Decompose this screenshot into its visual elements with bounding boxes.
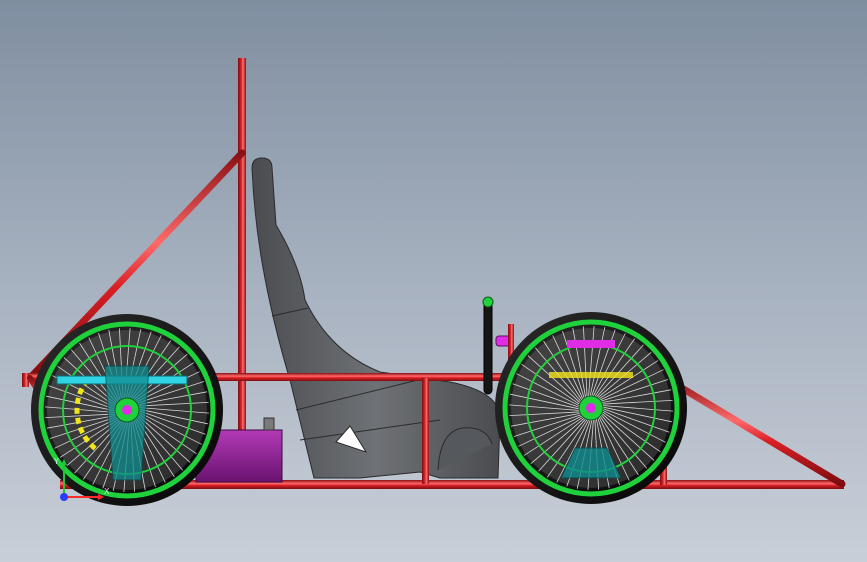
- spoke: [136, 407, 209, 414]
- spoke: [556, 417, 591, 483]
- front-rim: [502, 319, 680, 497]
- spoke: [593, 338, 636, 399]
- roll-bar-upright[interactable]: [238, 58, 246, 476]
- spoke: [596, 360, 659, 401]
- spoke: [521, 363, 582, 406]
- spoke: [552, 335, 585, 402]
- spoke: [572, 327, 587, 400]
- spoke: [599, 412, 648, 469]
- spoke: [510, 393, 582, 410]
- spoke: [518, 414, 585, 447]
- mid-upright[interactable]: [422, 378, 429, 484]
- spoke: [546, 417, 589, 478]
- spoke: [509, 411, 582, 416]
- spoke: [46, 414, 119, 429]
- spoke: [45, 413, 118, 418]
- spoke: [509, 404, 582, 411]
- spoke: [562, 330, 586, 401]
- spoke: [588, 326, 595, 399]
- spoke: [136, 402, 209, 407]
- spoke: [600, 408, 666, 443]
- spoke: [598, 413, 639, 476]
- spoke: [48, 385, 118, 411]
- front-fork: [560, 447, 622, 479]
- xyz-triad-icon: [60, 459, 104, 501]
- spoke: [597, 414, 630, 481]
- spoke: [136, 408, 208, 425]
- spoke: [589, 327, 606, 399]
- upper-side-rail[interactable]: [22, 373, 662, 381]
- rear-rim: [38, 321, 216, 499]
- front-wheel[interactable]: [495, 312, 687, 504]
- spoke: [136, 412, 197, 455]
- spoke: [513, 413, 584, 437]
- spoke: [600, 406, 672, 423]
- spoke: [594, 344, 644, 400]
- spoke: [598, 379, 669, 403]
- front-nose-brace[interactable]: [661, 374, 846, 488]
- spoke: [583, 326, 588, 399]
- spoke: [600, 405, 673, 412]
- spoke: [135, 391, 208, 406]
- spoke: [136, 410, 202, 445]
- spoke: [46, 395, 118, 412]
- spoke: [597, 369, 664, 402]
- steering-column[interactable]: [482, 296, 514, 395]
- spoke: [600, 410, 661, 453]
- rear-swingarm: [104, 365, 150, 481]
- spoke: [600, 407, 670, 433]
- spoke: [527, 355, 583, 405]
- seat-cutout: [335, 425, 368, 453]
- triad-y-label: Y: [54, 457, 59, 466]
- seat[interactable]: [251, 157, 501, 479]
- spoke: [516, 373, 582, 408]
- spoke: [49, 415, 120, 439]
- spoke: [599, 411, 655, 461]
- spoke: [136, 409, 206, 435]
- spoke: [600, 400, 673, 405]
- lower-side-rail[interactable]: [60, 480, 844, 489]
- spoke: [538, 416, 588, 472]
- spoke: [45, 406, 118, 413]
- spoke: [530, 416, 587, 465]
- triad-x-label: X: [104, 487, 110, 496]
- spoke: [599, 389, 672, 404]
- spoke: [591, 333, 626, 399]
- spoke: [512, 383, 582, 409]
- spoke: [543, 340, 584, 403]
- rear-wheel[interactable]: [31, 314, 223, 506]
- spoke: [510, 412, 583, 427]
- spoke: [523, 415, 586, 456]
